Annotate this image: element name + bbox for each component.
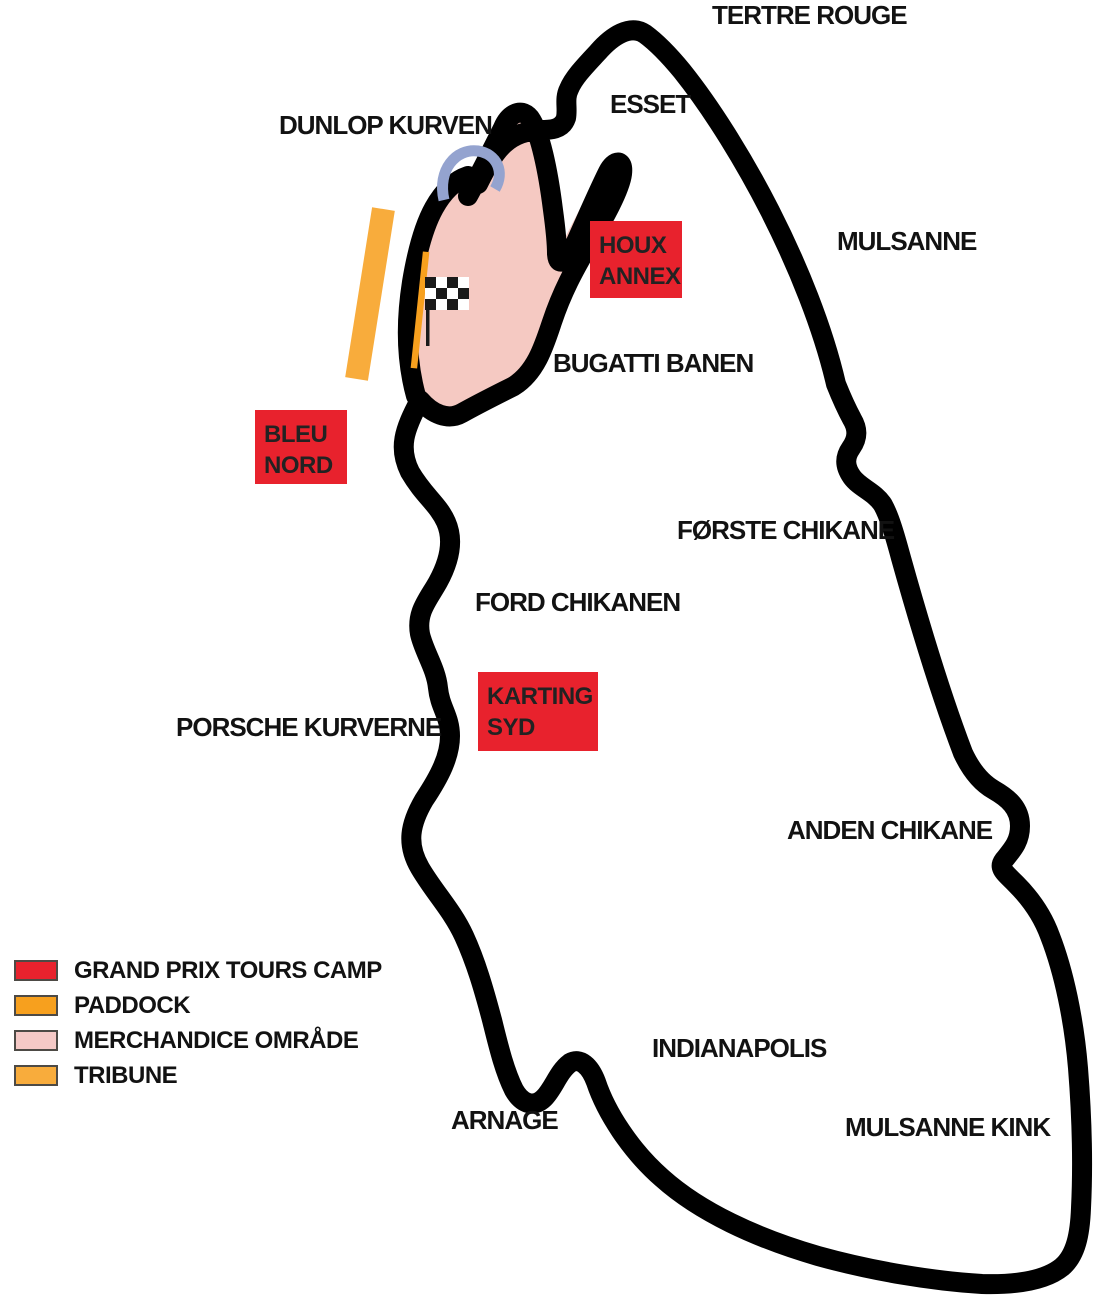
legend-swatch-camp xyxy=(14,960,58,981)
camp-box-line: SYD xyxy=(487,714,535,741)
legend-label: PADDOCK xyxy=(74,991,191,1019)
corner-label-forste-chikane: FØRSTE CHIKANE xyxy=(677,515,895,545)
corner-label-anden-chikane: ANDEN CHIKANE xyxy=(787,815,993,845)
dunlop-bridge-arc xyxy=(437,145,505,202)
corner-label-porsche-kurverne: PORSCHE KURVERNE xyxy=(176,712,442,742)
camp-box-line: NORD xyxy=(264,452,333,479)
camp-box-houx-annex: HOUX ANNEX xyxy=(590,221,682,298)
legend-item-camp: GRAND PRIX TOURS CAMP xyxy=(14,957,382,984)
camp-box-line: KARTING xyxy=(487,683,593,710)
corner-label-dunlop-kurven: DUNLOP KURVEN xyxy=(279,110,493,140)
tribune-bar xyxy=(345,207,395,381)
legend-item-merchandise: MERCHANDICE OMRÅDE xyxy=(14,1027,374,1054)
legend-label: GRAND PRIX TOURS CAMP xyxy=(74,956,382,984)
corner-label-indianapolis: INDIANAPOLIS xyxy=(652,1033,827,1063)
camp-box-bleu-nord: BLEU NORD xyxy=(255,410,347,484)
corner-label-mulsanne-kink: MULSANNE KINK xyxy=(845,1112,1051,1142)
legend-swatch-paddock xyxy=(14,995,58,1016)
corner-label-tertre-rouge: TERTRE ROUGE xyxy=(712,0,908,30)
legend-swatch-merchandise xyxy=(14,1030,58,1051)
camp-box-line: BLEU xyxy=(264,421,328,448)
legend-label: MERCHANDICE OMRÅDE xyxy=(74,1026,359,1054)
legend-label: TRIBUNE xyxy=(74,1061,178,1089)
paddock-bar xyxy=(410,251,430,369)
legend-swatch-tribune xyxy=(14,1065,58,1086)
corner-label-arnage: ARNAGE xyxy=(451,1105,559,1135)
corner-label-ford-chikanen: FORD CHIKANEN xyxy=(475,587,681,617)
legend-item-tribune: TRIBUNE xyxy=(14,1062,374,1089)
corner-label-bugatti-banen: BUGATTI BANEN xyxy=(553,348,754,378)
camp-box-line: HOUX xyxy=(599,232,667,259)
corner-label-esset: ESSET xyxy=(610,89,691,119)
legend: GRAND PRIX TOURS CAMP PADDOCK MERCHANDIC… xyxy=(14,957,382,1100)
camp-box-line: ANNEX xyxy=(599,263,681,290)
corner-label-mulsanne: MULSANNE xyxy=(837,226,977,256)
camp-box-karting-syd: KARTING SYD xyxy=(478,672,598,751)
legend-item-paddock: PADDOCK xyxy=(14,992,374,1019)
track-outline xyxy=(393,20,1092,1295)
checkered-flag-icon xyxy=(425,277,469,346)
